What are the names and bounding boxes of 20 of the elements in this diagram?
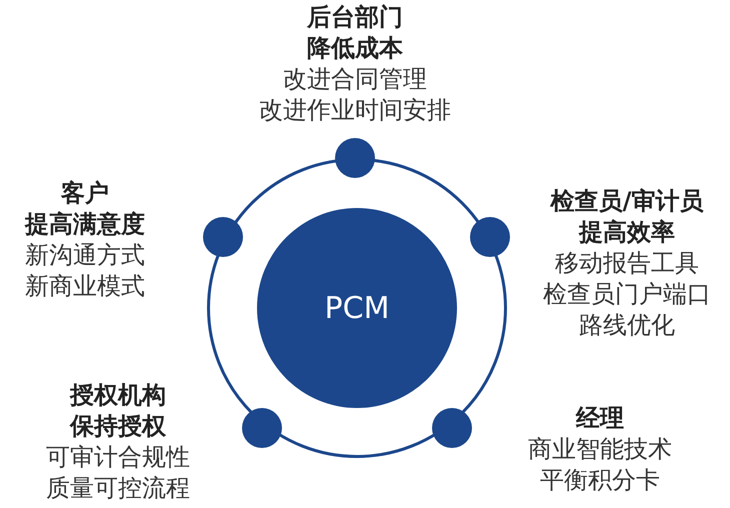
heading-text: 后台部门 xyxy=(307,2,403,33)
body-text: 平衡积分卡 xyxy=(540,465,660,496)
heading-text: 保持授权 xyxy=(70,411,166,442)
heading-text: 提高效率 xyxy=(579,217,675,248)
body-text: 商业智能技术 xyxy=(528,434,672,465)
body-text: 可审计合规性 xyxy=(46,442,190,473)
body-text: 检查员门户端口 xyxy=(543,279,711,310)
heading-text: 授权机构 xyxy=(70,380,166,411)
heading-text: 检查员/审计员 xyxy=(550,186,704,217)
body-text: 质量可控流程 xyxy=(46,473,190,504)
body-text: 路线优化 xyxy=(579,310,675,341)
body-text: 移动报告工具 xyxy=(555,248,699,279)
heading-text: 客户 xyxy=(61,178,109,209)
body-text: 新沟通方式 xyxy=(25,240,145,271)
heading-text: 降低成本 xyxy=(307,33,403,64)
heading-text: 提高满意度 xyxy=(25,209,145,240)
body-text: 新商业模式 xyxy=(25,271,145,302)
heading-text: 经理 xyxy=(576,403,624,434)
body-text: 改进合同管理 xyxy=(283,64,427,95)
body-text: 改进作业时间安排 xyxy=(259,95,451,126)
